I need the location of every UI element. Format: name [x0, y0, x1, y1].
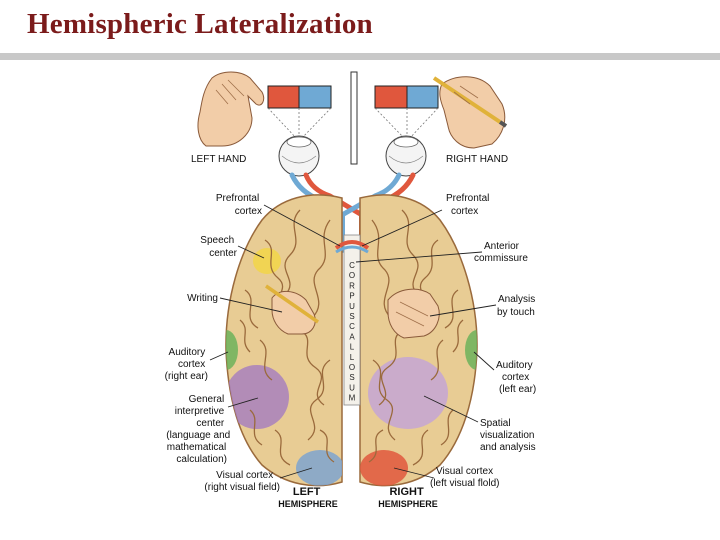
corpus-callosum-letter: A [349, 332, 355, 341]
prefrontal-left-label: Prefrontal cortex [216, 193, 262, 217]
anterior-commissure-label: Anterior commissure [474, 241, 528, 264]
left-hand-illustration [197, 71, 265, 147]
corpus-callosum-letter: U [349, 383, 355, 392]
corpus-callosum-letter: P [349, 292, 354, 301]
title-divider [0, 53, 720, 60]
spatial-visualization-label: Spatial visualization and analysis [480, 418, 537, 453]
right-hand-label: RIGHT HAND [446, 154, 508, 165]
speech-center-region [253, 248, 281, 274]
spatial-visualization-region [368, 357, 448, 429]
prefrontal-right-label: Prefrontal cortex [446, 193, 492, 217]
corpus-callosum-letter: C [349, 261, 355, 270]
right-labels: RIGHT HAND Prefrontal cortex Anterior co… [378, 154, 538, 509]
leader-lines [209, 204, 497, 479]
speech-center-label: Speech center [200, 235, 237, 259]
corpus-callosum-letter: R [349, 281, 355, 290]
general-interpretive-region [225, 365, 289, 429]
corpus-callosum-letter: U [349, 302, 355, 311]
left-labels: LEFT HAND Prefrontal cortex Speech cente… [165, 154, 338, 509]
visual-cortex-right-region [360, 450, 408, 486]
left-hemisphere-label: LEFT HEMISPHERE [278, 486, 338, 509]
corpus-callosum-letter: O [349, 363, 355, 372]
corpus-callosum-letter: C [349, 322, 355, 331]
visual-cortex-left-region [296, 450, 342, 486]
slide-title: Hemispheric Lateralization [27, 8, 373, 40]
general-interpretive-label: General interpretive center (language an… [166, 394, 233, 465]
visual-cortex-right-label: Visual cortex (left visual flold) [430, 466, 499, 489]
right-hemisphere [359, 194, 478, 487]
left-hand-label: LEFT HAND [191, 154, 246, 165]
visual-cortex-left-label: Visual cortex (right visual field) [204, 470, 280, 493]
corpus-callosum-letter: S [349, 373, 354, 382]
right-eye [385, 135, 427, 177]
auditory-cortex-left-region [225, 330, 238, 370]
left-eye [278, 135, 320, 177]
sight-lines [267, 107, 439, 141]
auditory-left-label: Auditory cortex (right ear) [165, 347, 208, 382]
visual-divider [350, 71, 358, 165]
right-hand-illustration [432, 76, 508, 149]
corpus-callosum-letter: O [349, 271, 355, 280]
analysis-by-touch-label: Analysis by touch [497, 294, 538, 318]
auditory-cortex-right-region [465, 330, 478, 370]
writing-label: Writing [187, 293, 218, 304]
corpus-callosum-letter: L [350, 353, 355, 362]
corpus-callosum-letter: M [349, 394, 356, 403]
auditory-right-label: Auditory cortex (left ear) [496, 360, 536, 395]
left-visual-target [267, 85, 332, 109]
right-hemisphere-label: RIGHT HEMISPHERE [378, 486, 438, 509]
left-hemisphere [225, 194, 343, 487]
corpus-callosum-letter: S [349, 312, 354, 321]
corpus-callosum-letter: L [350, 343, 355, 352]
right-visual-target [374, 85, 439, 109]
